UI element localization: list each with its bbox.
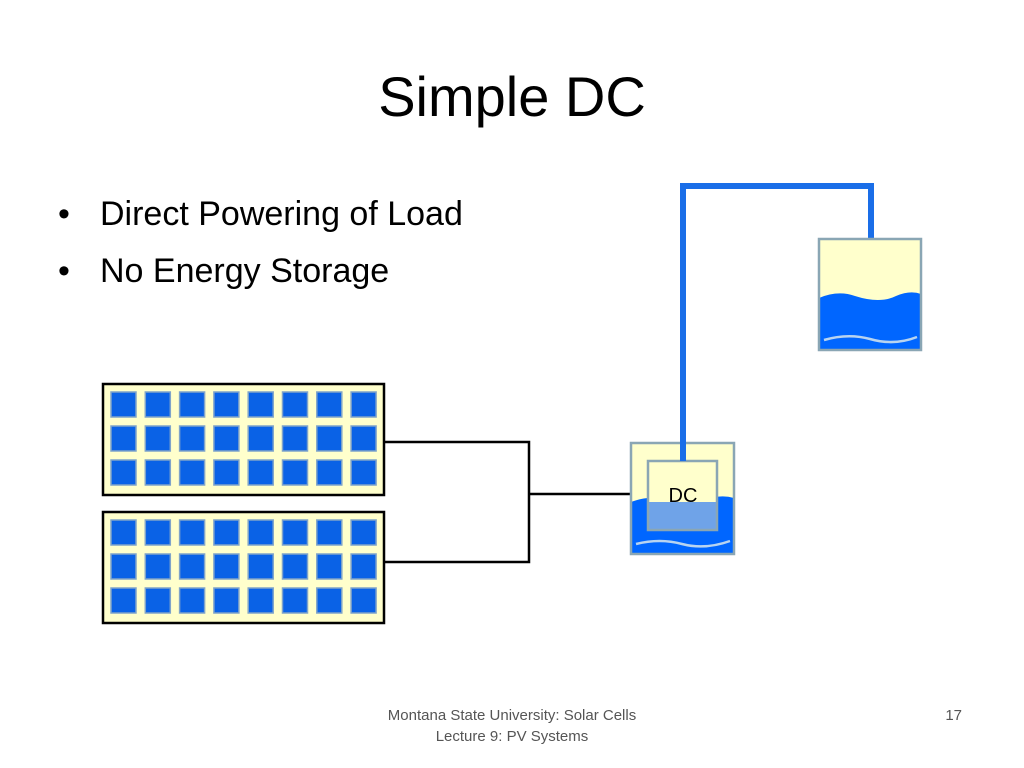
solar-cell — [178, 391, 206, 418]
wire-top-panel — [384, 440, 531, 564]
solar-cell — [281, 425, 309, 452]
solar-cell — [281, 391, 309, 418]
dc-pump-icon: DC — [646, 459, 719, 532]
solar-cell — [213, 587, 240, 614]
solar-cell — [144, 425, 172, 452]
solar-cell — [281, 587, 309, 614]
solar-cell — [247, 459, 274, 486]
solar-cell — [178, 425, 206, 452]
solar-cell — [281, 519, 309, 546]
solar-cell — [110, 553, 137, 580]
solar-cell — [316, 425, 343, 452]
solar-cell — [281, 459, 309, 486]
solar-cell — [350, 391, 377, 418]
solar-cell — [350, 553, 377, 580]
solar-cell — [316, 553, 343, 580]
solar-cell — [144, 519, 172, 546]
solar-cell — [247, 553, 274, 580]
bullet-item: • Direct Powering of Load — [58, 186, 463, 243]
slide-title: Simple DC — [378, 65, 646, 128]
solar-cell — [178, 553, 206, 580]
pump-label: DC — [669, 485, 698, 507]
solar-cell — [110, 425, 137, 452]
footer-course: Montana State University: Solar Cells — [387, 707, 637, 724]
solar-cell — [110, 391, 137, 418]
solar-cell — [316, 587, 343, 614]
bullet-list: • Direct Powering of Load • No Energy St… — [58, 186, 463, 300]
solar-cell — [144, 553, 172, 580]
bullet-text: Direct Powering of Load — [100, 195, 463, 233]
slide-footer: Montana State University: Solar Cells Le… — [312, 705, 712, 747]
solar-cell — [110, 587, 137, 614]
solar-cell — [213, 391, 240, 418]
bullet-symbol: • — [58, 195, 70, 233]
solar-cell — [316, 519, 343, 546]
solar-panel-bottom-icon — [101, 510, 386, 625]
solar-cell — [350, 459, 377, 486]
solar-cell — [110, 459, 137, 486]
solar-cell — [350, 587, 377, 614]
storage-tank-icon — [817, 237, 923, 352]
solar-cell — [316, 459, 343, 486]
solar-cell — [350, 519, 377, 546]
solar-cell — [316, 391, 343, 418]
tank-wave — [823, 335, 918, 344]
solar-cell — [178, 587, 206, 614]
solar-cell — [213, 459, 240, 486]
solar-cell — [144, 391, 172, 418]
well-wave — [635, 539, 731, 548]
solar-cell — [110, 519, 137, 546]
solar-cell — [144, 459, 172, 486]
wiring — [384, 440, 648, 564]
solar-cell — [247, 519, 274, 546]
bullet-item: • No Energy Storage — [58, 243, 463, 300]
bullet-text: No Energy Storage — [100, 252, 390, 290]
solar-cell — [144, 587, 172, 614]
slide-number: 17 — [945, 707, 962, 724]
solar-panel-top-icon — [101, 382, 386, 497]
solar-cell — [247, 587, 274, 614]
water-pipe — [680, 183, 874, 461]
solar-cell — [350, 425, 377, 452]
solar-cell — [213, 553, 240, 580]
footer-lecture: Lecture 9: PV Systems — [435, 728, 589, 745]
solar-cell — [178, 459, 206, 486]
solar-cell — [213, 425, 240, 452]
bullet-symbol: • — [58, 252, 70, 290]
solar-cell — [247, 391, 274, 418]
solar-cell — [213, 519, 240, 546]
solar-cell — [281, 553, 309, 580]
solar-cell — [247, 425, 274, 452]
solar-cell — [178, 519, 206, 546]
